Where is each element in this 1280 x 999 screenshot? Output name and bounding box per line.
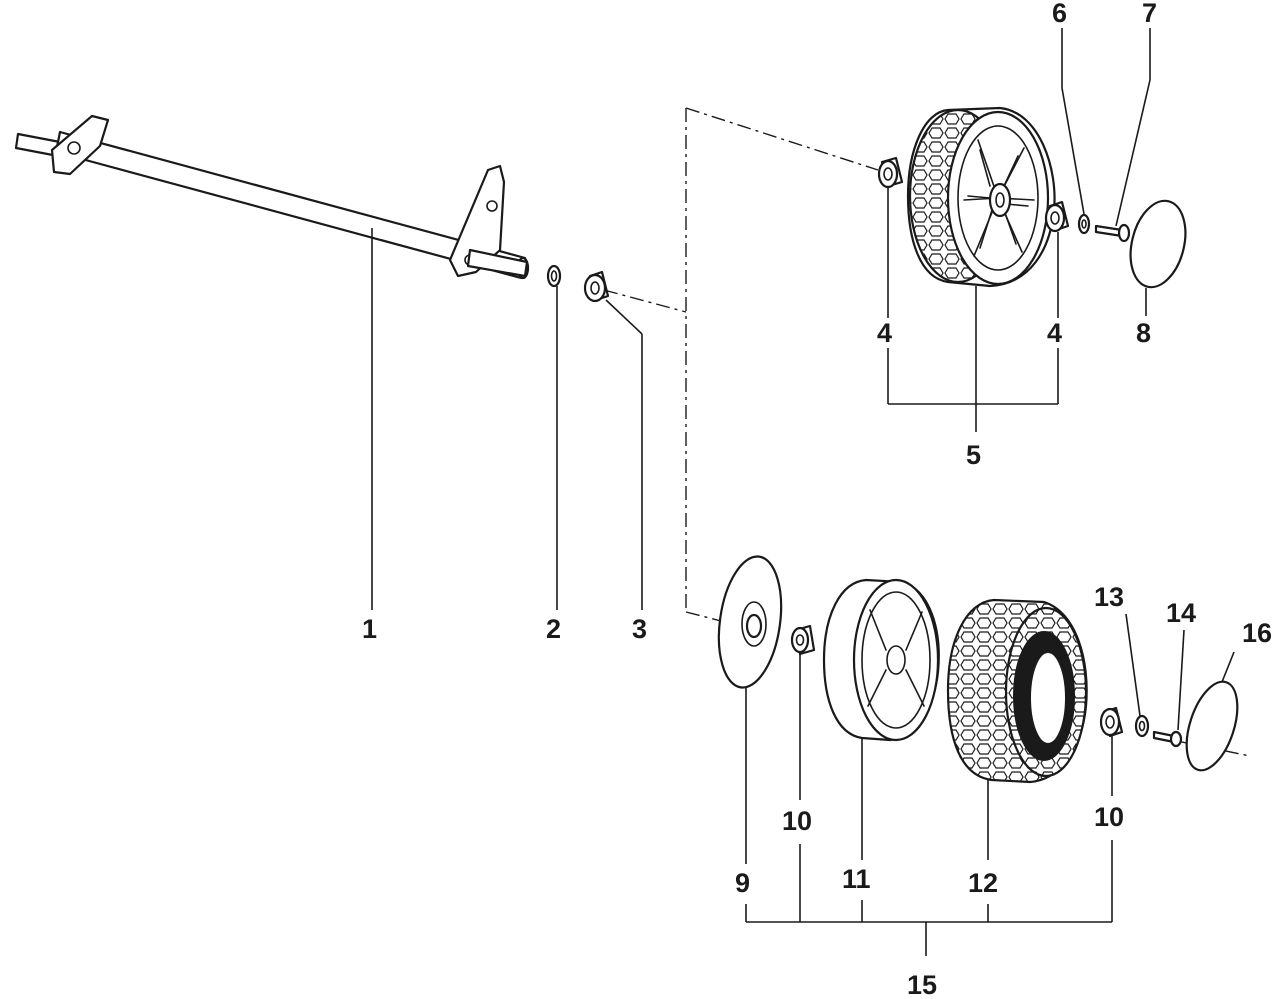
- upper-wheel-assembly: [877, 106, 1187, 289]
- washer-upper: [1077, 213, 1091, 235]
- label-4-left: 4: [877, 318, 892, 348]
- label-2: 2: [546, 614, 561, 644]
- spacer-washer: [546, 264, 562, 288]
- label-10-left: 10: [782, 806, 812, 836]
- axle-assembly: [14, 114, 530, 280]
- hub-cap-lower: [1185, 680, 1239, 772]
- bearing-right-upper: [1044, 200, 1070, 233]
- label-14: 14: [1166, 598, 1196, 628]
- leader-lines: [371, 28, 1235, 956]
- bearing-left-upper: [877, 156, 904, 189]
- lower-wheel-assembly: [717, 555, 1239, 784]
- bolt-lower: [1152, 730, 1183, 748]
- label-12: 12: [968, 868, 998, 898]
- label-7: 7: [1142, 0, 1157, 28]
- bushing: [583, 270, 610, 303]
- tyre: [946, 598, 1088, 784]
- bolt-upper: [1094, 223, 1131, 243]
- bearing-right-lower: [1099, 706, 1124, 738]
- label-4-right: 4: [1047, 318, 1062, 348]
- label-6: 6: [1052, 0, 1067, 28]
- label-13: 13: [1094, 582, 1124, 612]
- hub-cap-upper: [1129, 199, 1187, 289]
- washer-lower: [1134, 714, 1150, 738]
- label-16: 16: [1242, 618, 1272, 648]
- hub-plate: [717, 555, 783, 689]
- label-9: 9: [735, 868, 750, 898]
- label-11: 11: [842, 864, 871, 894]
- part-number-labels: 1 2 3 4 4 5 6 7 8 9 10 11 12 10 13 14 15…: [362, 0, 1272, 999]
- label-5: 5: [966, 440, 981, 470]
- wheel-rim: [822, 578, 940, 742]
- label-15: 15: [907, 970, 937, 999]
- bearing-left-lower: [790, 624, 816, 656]
- label-8: 8: [1136, 318, 1151, 348]
- label-3: 3: [632, 614, 647, 644]
- label-10-right: 10: [1094, 802, 1124, 832]
- label-1: 1: [362, 614, 377, 644]
